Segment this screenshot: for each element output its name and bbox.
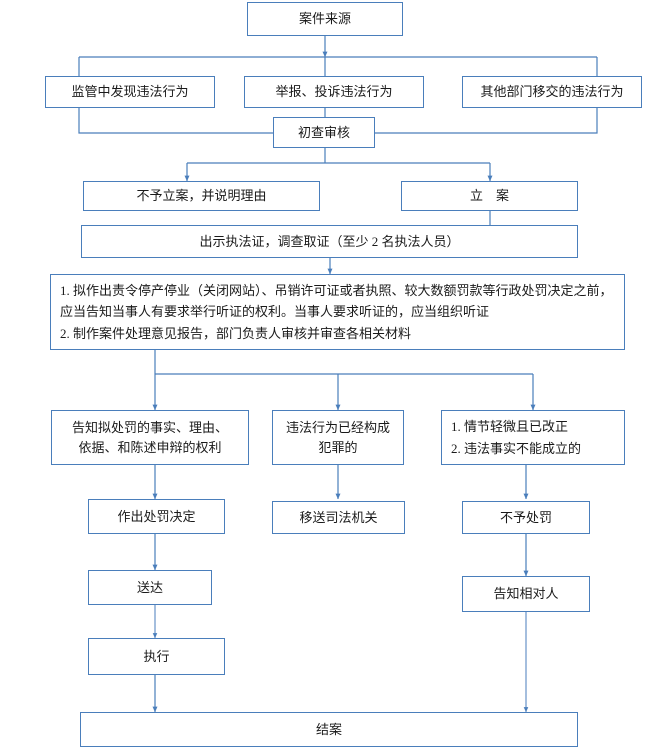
node-serve[interactable]: 送达 [88,570,212,605]
wire-transfer-to-review [375,108,598,134]
node-no-filing-label: 不予立案，并说明理由 [136,188,267,204]
node-hearing-report-label: 1. 拟作出责令停产停业（关闭网站）、吊销许可证或者执照、较大数额罚款等行政处罚… [60,283,613,341]
node-source-supervision-label: 监管中发现违法行为 [71,84,189,100]
node-filing-label: 立 案 [469,188,509,204]
node-execute-label: 执行 [143,648,170,664]
node-evidence-collection-label: 出示执法证，调查取证（至少 2 名执法人员） [199,233,460,249]
node-minor-or-invalid-label: 1. 情节轻微且已改正 2. 违法事实不能成立的 [451,419,582,456]
node-preliminary-review[interactable]: 初查审核 [273,117,375,148]
node-penalty-decision[interactable]: 作出处罚决定 [88,499,225,534]
node-source-report-label: 举报、投诉违法行为 [275,84,393,100]
wire-supervision-to-review [78,108,273,134]
node-serve-label: 送达 [136,579,163,595]
node-crime-constituted-label: 违法行为已经构成 犯罪的 [285,420,390,455]
node-case-source-label: 案件来源 [298,11,351,27]
node-notify-party-label: 告知相对人 [493,586,559,602]
node-no-penalty-label: 不予处罚 [499,509,552,525]
node-case-source[interactable]: 案件来源 [247,2,403,36]
node-source-supervision[interactable]: 监管中发现违法行为 [45,76,215,108]
node-no-penalty[interactable]: 不予处罚 [462,501,590,534]
node-transfer-judicial-label: 移送司法机关 [299,509,378,525]
node-no-filing[interactable]: 不予立案，并说明理由 [83,181,320,211]
node-notify-rights[interactable]: 告知拟处罚的事实、理由、 依据、和陈述申辩的权利 [51,410,249,465]
node-close-case-label: 结案 [315,721,342,737]
node-penalty-decision-label: 作出处罚决定 [117,508,196,524]
node-minor-or-invalid[interactable]: 1. 情节轻微且已改正 2. 违法事实不能成立的 [441,410,625,465]
node-transfer-judicial[interactable]: 移送司法机关 [272,501,405,534]
node-notify-party[interactable]: 告知相对人 [462,576,590,612]
node-evidence-collection[interactable]: 出示执法证，调查取证（至少 2 名执法人员） [81,225,578,258]
node-notify-rights-label: 告知拟处罚的事实、理由、 依据、和陈述申辩的权利 [71,420,228,455]
node-source-report[interactable]: 举报、投诉违法行为 [244,76,424,108]
node-preliminary-review-label: 初查审核 [297,124,350,140]
node-execute[interactable]: 执行 [88,638,225,675]
node-source-transfer-label: 其他部门移交的违法行为 [480,84,624,100]
node-hearing-report[interactable]: 1. 拟作出责令停产停业（关闭网站）、吊销许可证或者执照、较大数额罚款等行政处罚… [50,274,625,350]
node-filing[interactable]: 立 案 [401,181,578,211]
node-crime-constituted[interactable]: 违法行为已经构成 犯罪的 [272,410,404,465]
node-close-case[interactable]: 结案 [80,712,578,747]
node-source-transfer[interactable]: 其他部门移交的违法行为 [462,76,642,108]
